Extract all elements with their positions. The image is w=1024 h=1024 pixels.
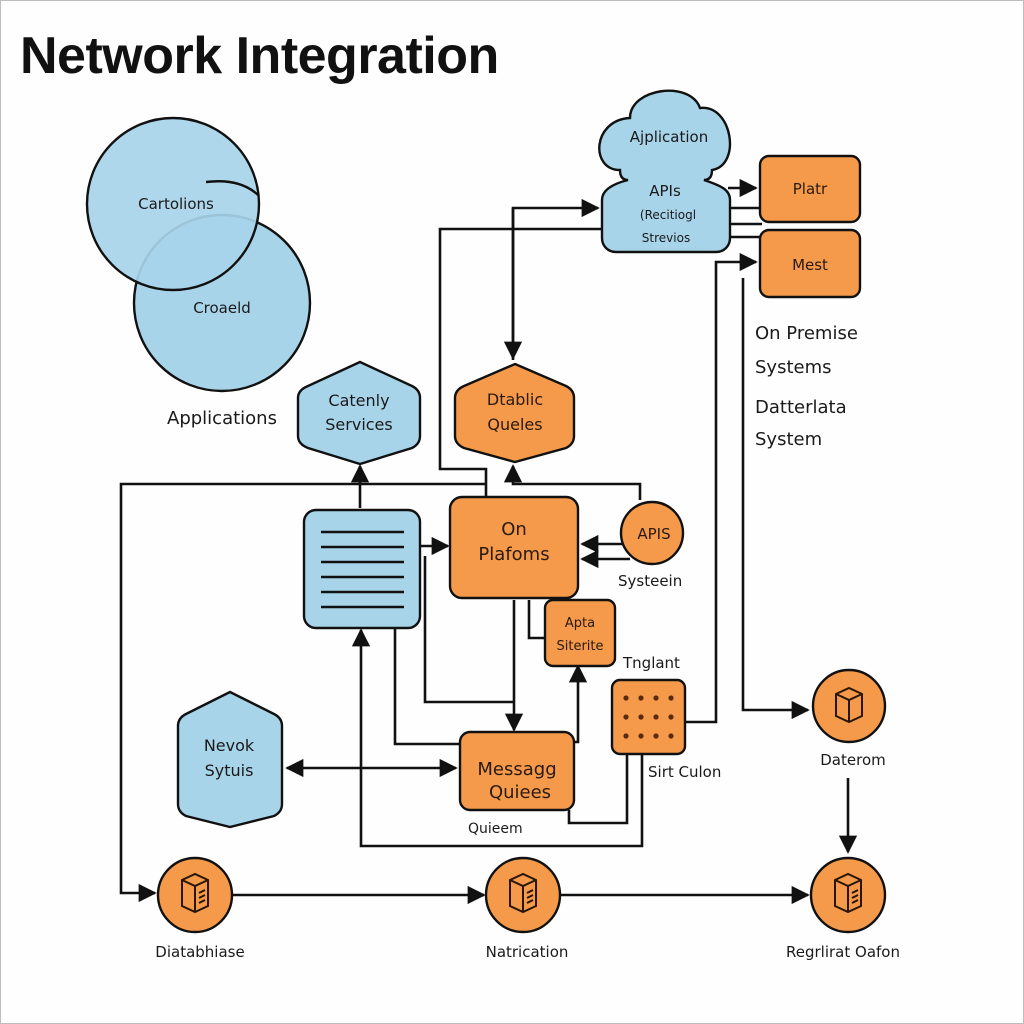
on-platforms-line1: On [501, 519, 527, 540]
db1-node[interactable] [156, 856, 234, 934]
on-premise-label-1: On Premise [755, 323, 858, 344]
circle-cartolions[interactable] [85, 116, 261, 292]
tnglant-label: Tnglant [622, 654, 680, 672]
cloud-line1: APIs [649, 182, 681, 200]
connector-doc-to-message-left [393, 628, 460, 746]
grid-dot [623, 733, 629, 739]
mest-label: Mest [792, 256, 828, 274]
grid-dot [623, 714, 629, 720]
platr-node[interactable]: Platr [758, 154, 862, 224]
nevok-line2: Sytuis [205, 761, 254, 780]
db2-node[interactable] [484, 856, 562, 934]
grid-dot [638, 695, 644, 701]
mest-node[interactable]: Mest [758, 228, 862, 299]
connector-to-cloud [511, 198, 600, 360]
server-icon [181, 872, 209, 914]
apis-circle-node[interactable]: APIS [619, 500, 685, 566]
connector-left-loop-to-db1 [119, 482, 486, 903]
datterlata-label-2: System [755, 429, 822, 450]
connector-message-to-grid [567, 754, 629, 825]
cloud-line3: Strevios [642, 231, 690, 245]
grid-dot [653, 733, 659, 739]
message-line1: Messagg [477, 759, 556, 780]
connector-grid-to-doc-loop [351, 628, 644, 848]
server-icon [509, 872, 537, 914]
connector-onplat-to-apta [527, 600, 545, 640]
grid-dot [653, 695, 659, 701]
sirt-culon-label: Sirt Culon [648, 763, 721, 781]
dtablic-line1: Dtablic [487, 390, 543, 409]
grid-dot [638, 714, 644, 720]
server-icon [834, 872, 862, 914]
daterom-node[interactable] [811, 668, 887, 744]
connector-grid-to-mest [686, 252, 758, 724]
diatabhiase-label: Diatabhiase [155, 943, 244, 961]
queem-label: Quieem [468, 821, 523, 837]
datterlata-label-1: Datterlata [755, 397, 847, 418]
cloud-line2: (Recitiogl [640, 208, 696, 222]
connector-cloud-left-loop [438, 227, 602, 497]
grid-dot [668, 714, 674, 720]
apta-line2: Siterite [556, 639, 603, 654]
grid-dot [638, 733, 644, 739]
daterom-label: Daterom [820, 751, 885, 769]
cloud-title: Ajplication [630, 128, 708, 146]
dot-grid-icon [623, 695, 674, 739]
dtablic-queles-node[interactable]: Dtablic Queles [453, 362, 576, 464]
grid-dot [668, 695, 674, 701]
cloud-apis-node[interactable]: Ajplication APIs (Recitiogl Strevios [598, 89, 732, 254]
grid-node[interactable] [610, 678, 687, 756]
document-node[interactable] [302, 508, 422, 630]
circle-croaeld-label: Croaeld [193, 299, 251, 317]
catenly-services-node[interactable]: Catenly Services [296, 360, 422, 466]
message-queues-node[interactable]: Messagg Quiees [458, 730, 576, 812]
grid-dot [653, 714, 659, 720]
applications-label: Applications [167, 408, 277, 429]
dtablic-line2: Queles [487, 415, 542, 434]
systeein-label: Systeein [618, 572, 682, 590]
db3-node[interactable] [809, 856, 887, 934]
catenly-line2: Services [325, 415, 392, 434]
venn-circles: Cartolions Croaeld [85, 116, 312, 393]
page-title: Network Integration [20, 27, 499, 85]
circle-overlap-arc [205, 180, 259, 196]
on-premise-label-2: Systems [755, 357, 832, 378]
platr-label: Platr [793, 180, 828, 198]
circle-cartolions-label: Cartolions [138, 195, 214, 213]
apta-line1: Apta [565, 616, 595, 631]
apis-circle-label: APIS [637, 525, 670, 543]
on-platforms-line2: Plafoms [478, 544, 549, 565]
message-line2: Quiees [489, 782, 551, 803]
nevok-sytuis-node[interactable]: Nevok Sytuis [176, 690, 284, 829]
box-icon [835, 686, 863, 724]
connector-onplat-to-dtablic [503, 464, 642, 500]
natrication-label: Natrication [486, 943, 569, 961]
connector-doc-inner-to-message [423, 556, 514, 704]
nevok-line1: Nevok [204, 736, 255, 755]
connectors [119, 178, 858, 905]
catenly-line1: Catenly [328, 391, 389, 410]
grid-dot [623, 695, 629, 701]
document-lines-icon [321, 530, 404, 609]
connector-to-daterom [741, 278, 810, 720]
apta-siterite-node[interactable]: Apta Siterite [543, 598, 617, 668]
connector-message-to-apta [568, 664, 588, 744]
grid-dot [668, 733, 674, 739]
on-platforms-node[interactable]: On Plafoms [448, 495, 580, 600]
regrilrat-label: Regrlirat Oafon [786, 943, 900, 961]
